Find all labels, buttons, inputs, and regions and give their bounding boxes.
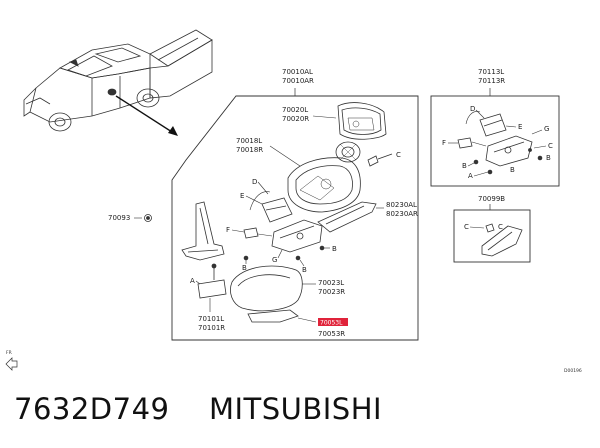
screw-c-main <box>367 153 393 167</box>
bolt-b-box <box>473 148 543 175</box>
part-label-70020l: 70020L <box>282 106 308 114</box>
mirror-cover-part <box>230 265 303 312</box>
letter-a-main: A <box>190 277 195 285</box>
part-label-70101l: 70101L <box>198 315 224 323</box>
letter-g-main: G <box>272 256 277 264</box>
lamp-kit-part <box>481 223 523 257</box>
lamp-kit-box <box>453 209 531 263</box>
lamp-kit-title: 70099B <box>478 195 505 203</box>
letter-f-main: F <box>226 226 230 234</box>
main-assembly-title-right: 70010AR <box>282 77 314 85</box>
motor-assembly-title-left: 70113L <box>478 68 504 76</box>
part-label-70023r: 70023R <box>318 288 345 296</box>
part-label-70053l-highlighted[interactable]: 70053L <box>320 320 343 327</box>
letter-b-main-2: B <box>302 266 307 274</box>
letter-g-box: G <box>544 125 549 133</box>
grommet-part <box>144 214 152 222</box>
part-label-70018l: 70018L <box>236 137 262 145</box>
motor-assembly-title-right: 70113R <box>478 77 505 85</box>
figure-code: D00196 <box>564 368 582 374</box>
letter-e-box: E <box>518 123 522 131</box>
letter-d-main: D <box>252 178 257 186</box>
door-mount-bracket <box>181 201 225 261</box>
part-label-80230ar: 80230AR <box>386 210 418 218</box>
part-label-70053r: 70053R <box>318 330 345 338</box>
letter-b-main-1: B <box>332 245 337 253</box>
part-label-70020r: 70020R <box>282 115 309 123</box>
part-label-70093: 70093 <box>108 214 130 222</box>
part-label-70101r: 70101R <box>198 324 225 332</box>
motor-assembly-part <box>457 111 533 167</box>
part-label-70023l: 70023L <box>318 279 344 287</box>
footer-caption: 7632D749 MITSUBISHI <box>14 392 382 426</box>
direction-label: FR <box>6 350 12 356</box>
letter-b-box-1: B <box>462 162 467 170</box>
letter-a-box: A <box>468 172 473 180</box>
letter-d-box: D <box>470 105 475 113</box>
main-assembly-title-left: 70010AL <box>282 68 313 76</box>
letter-b-main-3: B <box>242 264 247 272</box>
bolt-b-main <box>243 245 330 267</box>
letter-c-kit-2: C <box>498 223 503 231</box>
turn-signal-lamp-part <box>317 201 377 233</box>
lower-cover-trim-part <box>247 309 299 323</box>
part-label-80230al: 80230AL <box>386 201 417 209</box>
letter-c-main: C <box>396 151 401 159</box>
letter-e-main: E <box>240 192 244 200</box>
part-number: 7632D749 <box>14 392 170 426</box>
part-label-70018r: 70018R <box>236 146 263 154</box>
letter-f-box: F <box>442 139 446 147</box>
pointer-arrow <box>115 95 178 136</box>
letter-c-box: C <box>548 142 553 150</box>
motor-assembly-box <box>430 95 560 187</box>
letter-c-kit-1: C <box>464 223 469 231</box>
brand-name: MITSUBISHI <box>208 392 383 426</box>
base-gasket-part <box>197 263 227 299</box>
main-assembly-frame <box>171 95 419 341</box>
front-direction-arrow-icon <box>5 357 18 371</box>
mirror-housing-frame-part <box>287 157 361 213</box>
letter-b-box-3: B <box>510 166 515 174</box>
letter-b-box-2: B <box>546 154 551 162</box>
mirror-actuator-part <box>335 141 361 163</box>
truck-illustration <box>23 29 213 132</box>
mirror-base-assembly <box>243 191 323 253</box>
highlighted-part-marker <box>318 318 348 326</box>
mirror-glass-part <box>337 102 387 140</box>
